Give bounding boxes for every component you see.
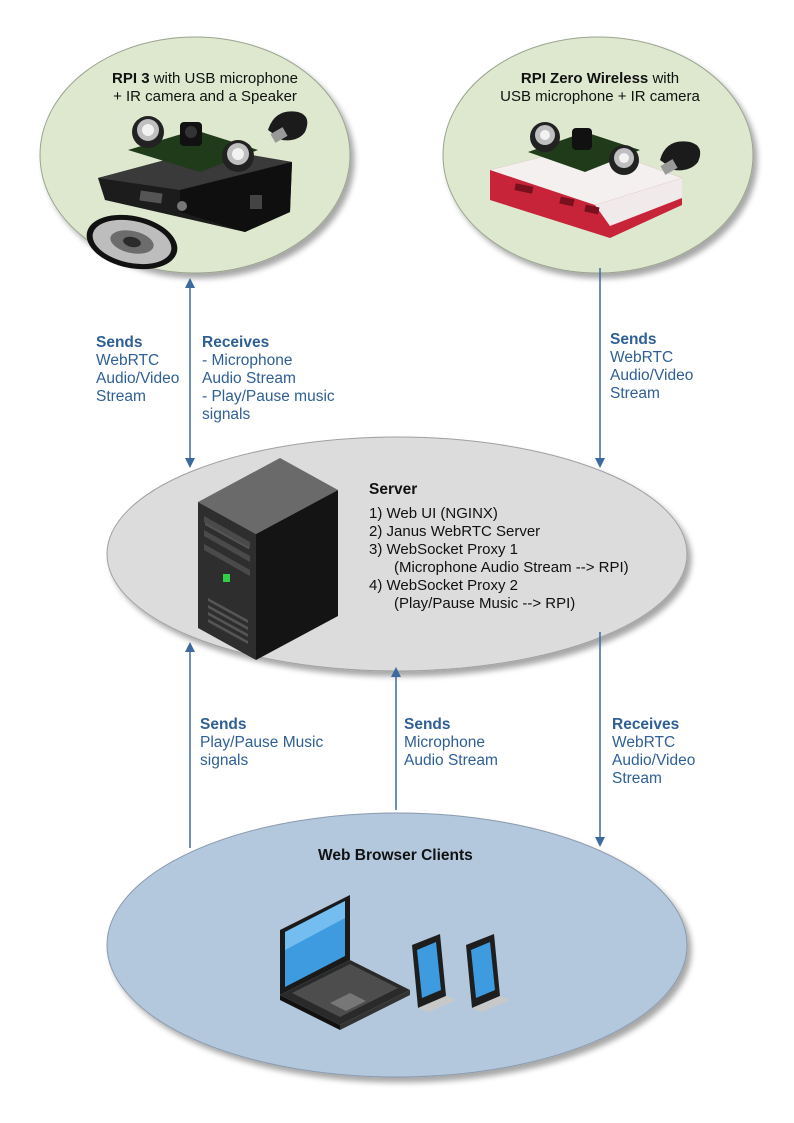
label-client-sends-music: Sends Play/Pause Music signals — [200, 716, 323, 770]
rpi-zero-title: RPI Zero Wireless with USB microphone + … — [485, 70, 715, 106]
label-client-receives: Receives WebRTC Audio/Video Stream — [612, 716, 695, 788]
label-line: WebRTC — [96, 352, 160, 369]
laptop-icon — [280, 895, 410, 1030]
label-line: Microphone — [404, 734, 485, 751]
label-line: Stream — [96, 388, 146, 405]
server-title: Server — [369, 481, 418, 498]
server-item: 4) WebSocket Proxy 2 — [369, 577, 518, 594]
label-head: Sends — [404, 716, 451, 733]
server-component-list: 1) Web UI (NGINX) 2) Janus WebRTC Server… — [369, 505, 629, 613]
label-rpi3-sends: Sends WebRTC Audio/Video Stream — [96, 334, 179, 406]
label-line: WebRTC — [610, 349, 674, 366]
label-head: Sends — [610, 331, 657, 348]
rpi3-title-rest: with USB microphone — [149, 70, 298, 87]
server-item: 2) Janus WebRTC Server — [369, 523, 541, 540]
label-line: Stream — [612, 770, 662, 787]
rpi-zero-device-icon — [490, 122, 701, 238]
rpi-zero-title-rest: with — [648, 70, 680, 87]
phone-icon — [466, 934, 510, 1012]
label-rpi3-receives: Receives - Microphone Audio Stream - Pla… — [202, 334, 335, 424]
server-item: 1) Web UI (NGINX) — [369, 505, 498, 522]
tablet-icon — [412, 934, 456, 1012]
label-zero-sends: Sends WebRTC Audio/Video Stream — [610, 331, 693, 403]
label-head: Receives — [612, 716, 680, 733]
server-tower-icon — [198, 458, 338, 660]
rpi-zero-title-line2: USB microphone + IR camera — [500, 88, 700, 105]
rpi3-title-bold: RPI 3 — [112, 70, 150, 87]
label-line: WebRTC — [612, 734, 676, 751]
label-line: Audio Stream — [404, 752, 498, 769]
rpi3-device-icon — [86, 111, 308, 270]
label-line: signals — [200, 752, 249, 769]
server-item: (Microphone Audio Stream --> RPI) — [369, 559, 629, 576]
label-line: Audio/Video — [610, 367, 694, 384]
rpi3-title: RPI 3 with USB microphone + IR camera an… — [95, 70, 315, 106]
label-head: Sends — [200, 716, 247, 733]
label-head: Sends — [96, 334, 143, 351]
label-line: Play/Pause Music — [200, 734, 324, 751]
label-line: Audio/Video — [96, 370, 180, 387]
server-item: 3) WebSocket Proxy 1 — [369, 541, 518, 558]
label-head: Receives — [202, 334, 270, 351]
label-line: Audio/Video — [612, 752, 696, 769]
label-line: - Play/Pause music — [202, 388, 335, 405]
clients-title: Web Browser Clients — [318, 847, 473, 864]
label-line: Stream — [610, 385, 660, 402]
server-item: (Play/Pause Music --> RPI) — [369, 595, 576, 612]
label-line: - Microphone — [202, 352, 293, 369]
rpi3-title-line2: + IR camera and a Speaker — [113, 88, 297, 105]
label-client-sends-mic: Sends Microphone Audio Stream — [404, 716, 498, 770]
label-line: signals — [202, 406, 251, 423]
label-line: Audio Stream — [202, 370, 296, 387]
clients-node — [106, 812, 688, 1078]
rpi-zero-title-bold: RPI Zero Wireless — [520, 70, 649, 87]
